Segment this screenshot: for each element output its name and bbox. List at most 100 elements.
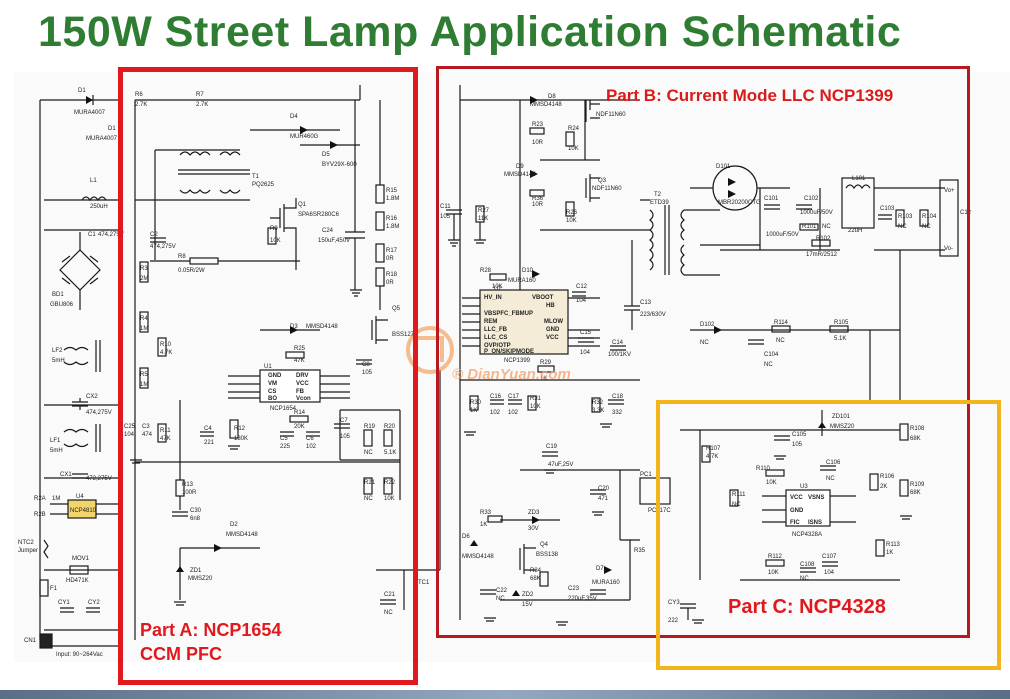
- label-mmsd4148-d3: MMSD4148: [306, 324, 338, 330]
- label-r7-value: 2.7K: [196, 102, 208, 108]
- label-d1: D1: [78, 88, 86, 94]
- label-u2-rem: REM: [484, 319, 497, 325]
- label-t2: T2: [654, 192, 662, 198]
- label-zd3-value: 30V: [528, 526, 539, 532]
- diode-d4: [300, 126, 308, 134]
- label-cn1: CN1: [24, 638, 37, 644]
- label-q1: Q1: [298, 202, 307, 208]
- input-section-wires: [39, 99, 118, 649]
- label-cy2: CY2: [88, 600, 100, 606]
- watermark-text: ® DianYuan.com: [452, 366, 571, 383]
- label-u2-hv-in: HV_IN: [484, 295, 502, 301]
- label-c8: C8: [362, 362, 370, 368]
- label-r28-value: 10K: [492, 284, 503, 290]
- label-r105-value: 5.1K: [834, 336, 846, 342]
- label-c5-value: 225: [280, 444, 291, 450]
- component-labels: D1 MURA4007 R6 2.7K R7 2.7K D1 MURA4007 …: [18, 88, 972, 658]
- label-r15-value: 1.8M: [386, 196, 399, 202]
- label-u2-gnd: GND: [546, 327, 560, 333]
- label-c12-output: C12: [960, 210, 972, 216]
- label-ncp4810: NCP4810: [70, 508, 97, 514]
- label-d4: D4: [290, 114, 298, 120]
- watermark-logo: [406, 326, 454, 374]
- label-r105: R105: [834, 320, 849, 326]
- label-c104-value: NC: [764, 362, 773, 368]
- label-d7: D7: [596, 566, 604, 572]
- label-c7: C7: [340, 418, 348, 424]
- label-zd101: ZD101: [832, 414, 851, 420]
- label-r32: R32: [592, 400, 604, 406]
- label-u1-vcc: VCC: [296, 381, 309, 387]
- label-etd39: ETD39: [650, 200, 669, 206]
- part-a-frame: [118, 67, 418, 685]
- label-r107-value: 4.7K: [706, 454, 718, 460]
- label-c24: C24: [322, 228, 334, 234]
- label-d101: D101: [716, 164, 731, 170]
- label-u2-vboot: VBOOT: [532, 295, 554, 301]
- label-zd1: ZD1: [190, 568, 202, 574]
- label-u1-vm: VM: [268, 381, 277, 387]
- label-u3-fic: FIC: [790, 520, 800, 526]
- label-spa: SPA6SR280C6: [298, 212, 340, 218]
- diode-d5: [330, 141, 338, 149]
- diode-d7: [604, 566, 612, 574]
- label-r108: R108: [910, 426, 925, 432]
- label-r109: R109: [910, 482, 925, 488]
- part-b-label: Part B: Current Mode LLC NCP1399: [606, 86, 894, 105]
- label-lf1: LF1: [50, 438, 61, 444]
- label-r113: R113: [886, 542, 901, 548]
- diode-d2: [214, 544, 222, 552]
- label-r11-value: 47K: [160, 436, 171, 442]
- label-c102-value: 1000uF/50V: [800, 210, 833, 216]
- label-d5: D5: [322, 152, 330, 158]
- label-r9-value: 10K: [270, 238, 281, 244]
- part-c-label: Part C: NCP4328: [728, 596, 886, 618]
- label-d102-value: NC: [700, 340, 709, 346]
- label-c2: C2: [150, 232, 158, 238]
- label-c19: C19: [546, 444, 558, 450]
- label-d9: D9: [516, 164, 524, 170]
- label-q5: Q5: [392, 306, 401, 312]
- label-r111: R111: [732, 492, 746, 498]
- label-r18: R18: [386, 272, 398, 278]
- zener-zd3: [532, 516, 540, 524]
- label-r16-value: 1.8M: [386, 224, 399, 230]
- label-r25-value: 47K: [294, 358, 305, 364]
- label-r7: R7: [196, 92, 204, 98]
- label-r5: R5: [140, 372, 148, 378]
- label-c19-value: 47uF,25V: [548, 462, 573, 468]
- label-c7-value: 105: [340, 434, 351, 440]
- label-r8-value: 0.05R/2W: [178, 268, 205, 274]
- label-r2a-value: 1M: [52, 496, 60, 502]
- label-zd2-value: 15V: [522, 602, 533, 608]
- label-r24-value: 10K: [568, 146, 579, 152]
- label-r30-value: 1K: [470, 408, 477, 414]
- label-r31-value: 10K: [530, 404, 541, 410]
- label-f1: F1: [50, 586, 58, 592]
- label-mura4007-second: MURA4007: [86, 136, 118, 142]
- label-c24-value: 150uF,450V: [318, 238, 350, 244]
- label-u2-llc-fb: LLC_FB: [484, 327, 508, 333]
- label-u2-vcc: VCC: [546, 335, 559, 341]
- label-d6: D6: [462, 534, 470, 540]
- label-u4: U4: [76, 494, 84, 500]
- label-c17: C17: [508, 394, 520, 400]
- label-r109-value: 68K: [910, 490, 921, 496]
- label-u2-mlow: MLOW: [544, 319, 563, 325]
- label-mura160-d10: MURA160: [508, 278, 536, 284]
- label-cx1: CX1: [60, 472, 72, 478]
- label-c104: C104: [764, 352, 779, 358]
- label-r33-value: 1K: [480, 522, 487, 528]
- label-r19-value: NC: [364, 450, 373, 456]
- label-r114: R114: [774, 320, 789, 326]
- label-r16: R16: [386, 216, 398, 222]
- label-c23-value: 220uF,35V: [568, 596, 597, 602]
- label-c5: C5: [280, 436, 288, 442]
- label-c25-value: 104: [124, 432, 135, 438]
- label-r104: R104: [922, 214, 937, 220]
- label-r110-value: 10K: [766, 480, 777, 486]
- label-c8-value: 105: [362, 370, 373, 376]
- diode-d8: [530, 96, 538, 104]
- label-ncp4328a: NCP4328A: [792, 532, 822, 538]
- label-u1-vcon: Vcon: [296, 396, 311, 402]
